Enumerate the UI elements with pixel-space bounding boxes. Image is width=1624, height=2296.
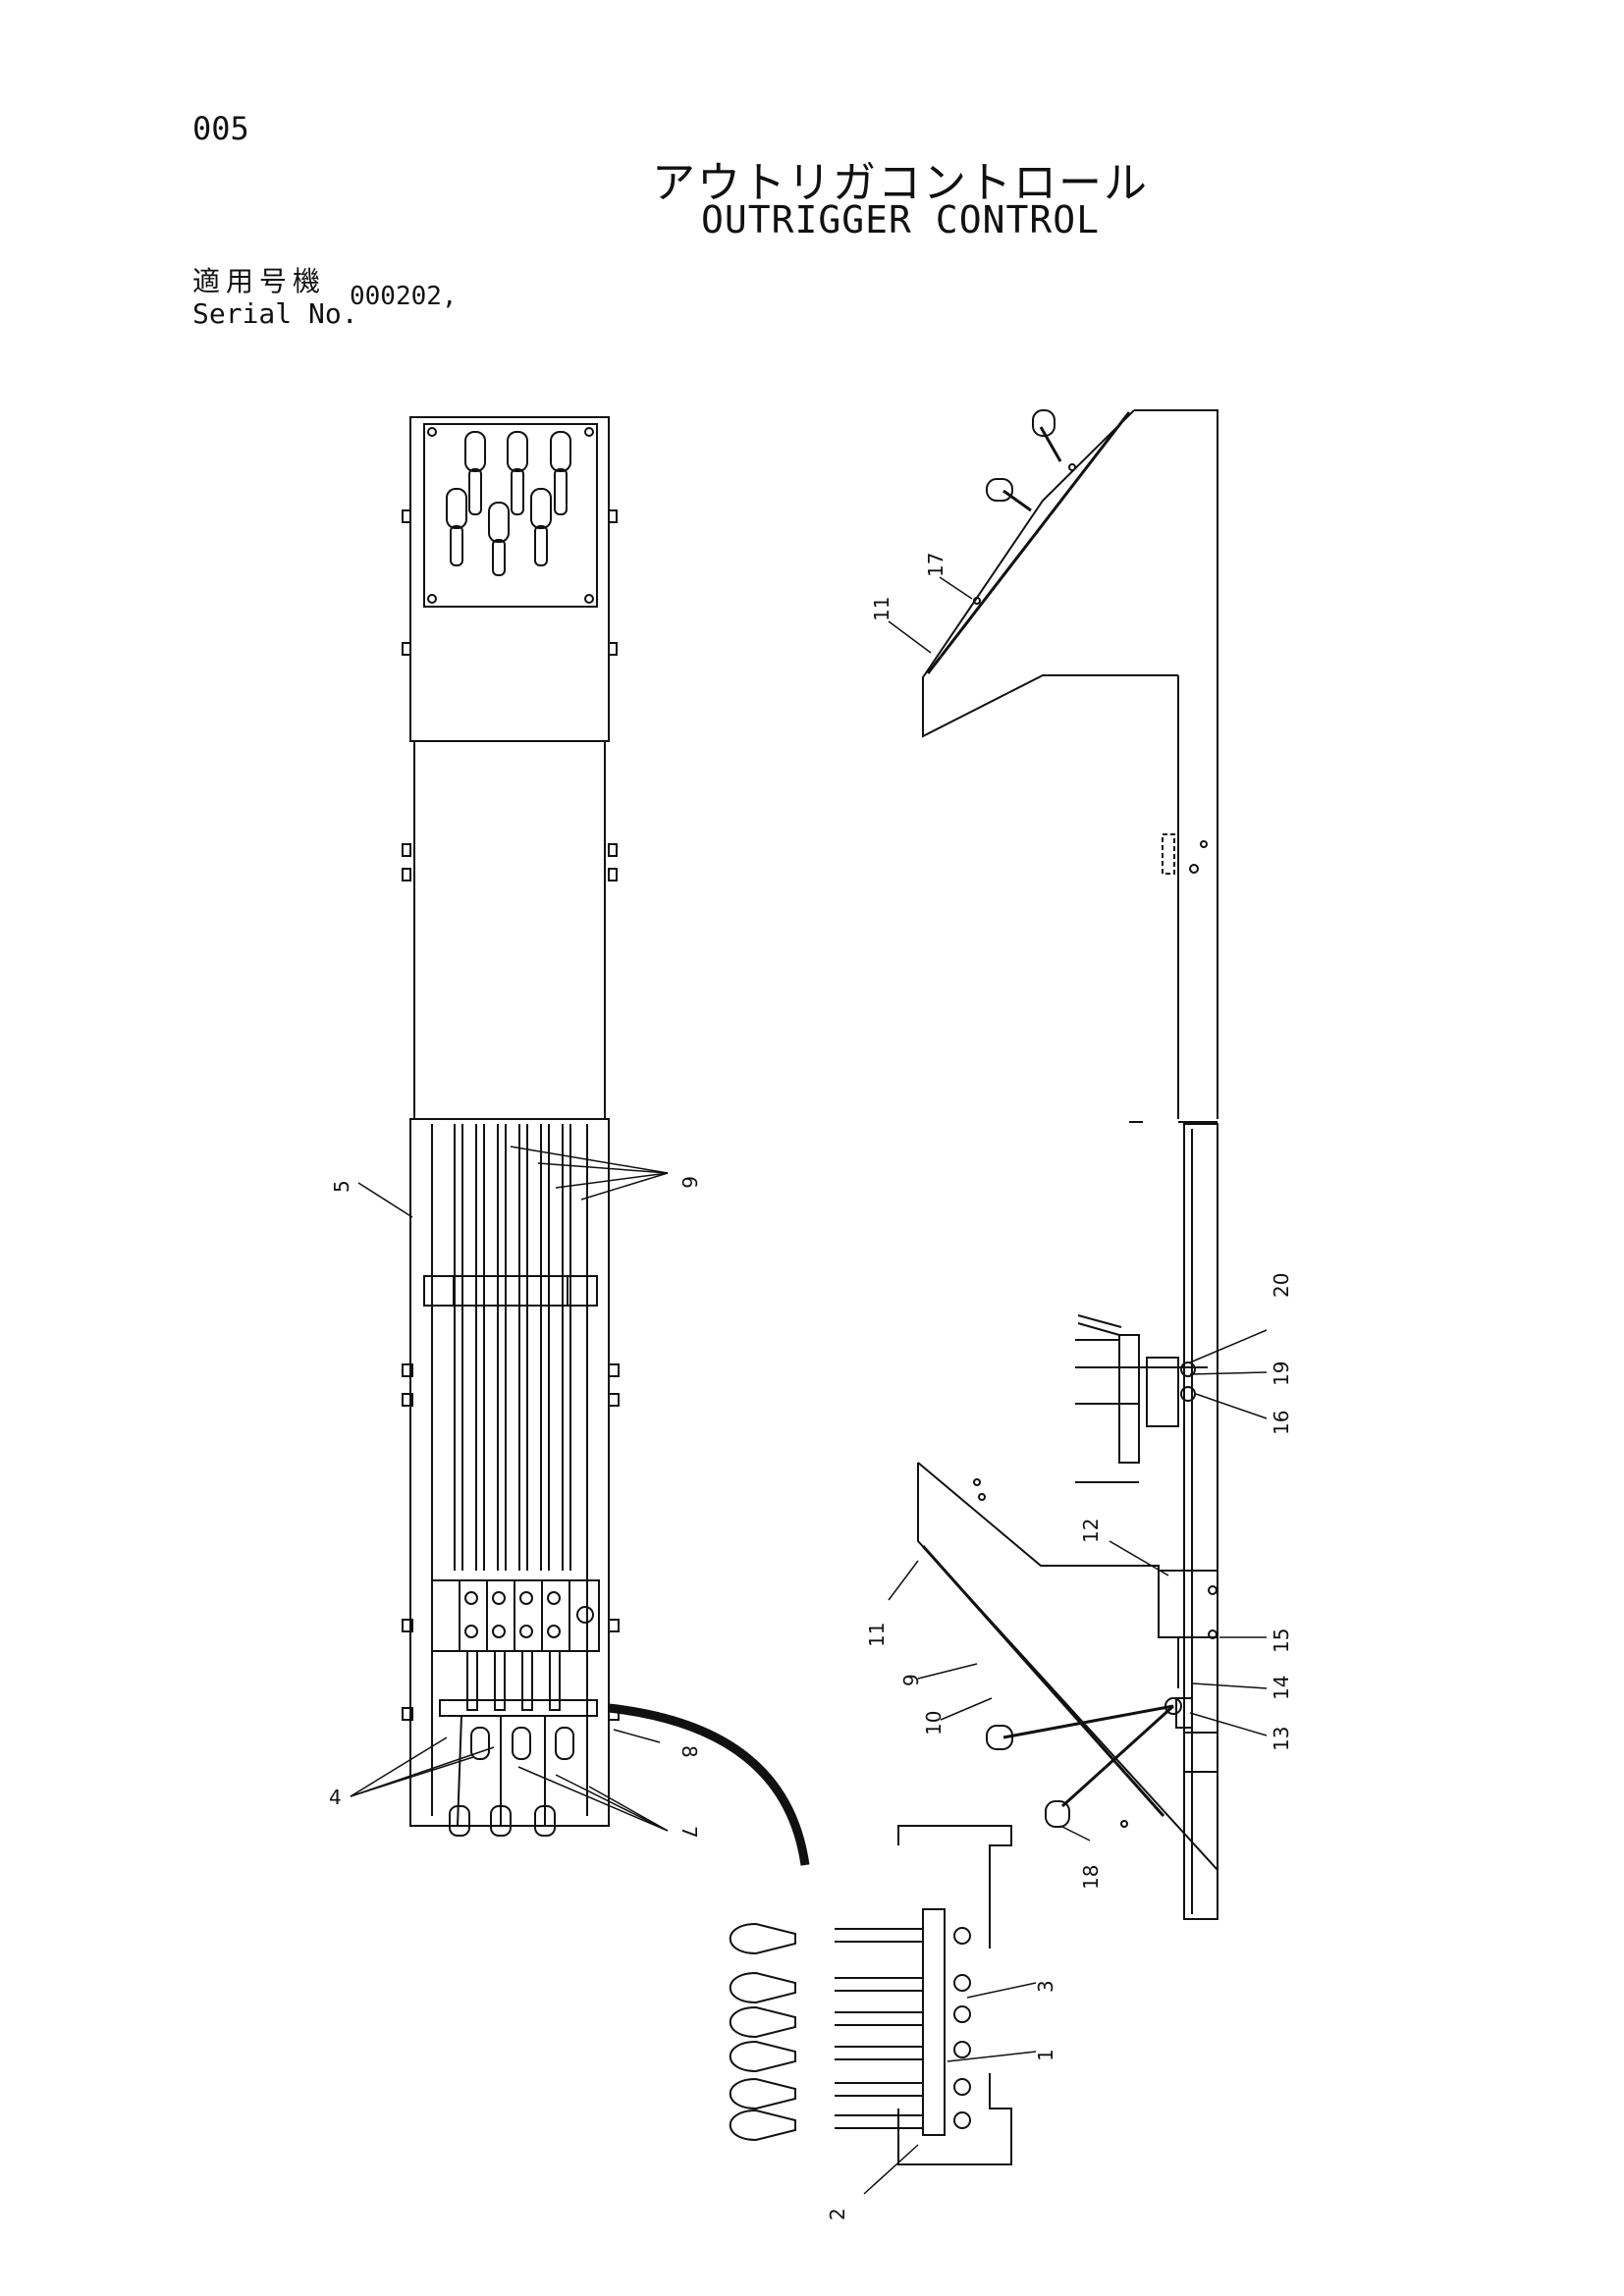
valve-spools (439, 1650, 598, 1717)
callout-14: 14 (1270, 1676, 1293, 1700)
lever-detail-view (729, 1825, 1012, 2165)
callout-2: 2 (826, 2208, 849, 2220)
callout-4: 4 (329, 1786, 342, 1809)
page-number: 005 (192, 110, 249, 147)
callout-18: 18 (1079, 1865, 1103, 1890)
callout-17: 17 (924, 553, 947, 577)
mounting-plate (922, 1908, 946, 2136)
callout-6: 6 (677, 1176, 701, 1189)
detail-levers (729, 1922, 971, 2142)
callout-10: 10 (922, 1711, 946, 1735)
side-view-assembly (917, 409, 1218, 1920)
serial-label-english: Serial No. (192, 297, 358, 330)
callout-8: 8 (677, 1745, 701, 1758)
callout-11-top: 11 (870, 597, 893, 621)
top-view-assembly (402, 416, 810, 1866)
callout-9: 9 (899, 1674, 923, 1686)
lower-frame (409, 1118, 610, 1827)
callout-numbers: 5 6 4 7 8 17 11 20 19 16 12 11 9 10 15 1… (329, 553, 1293, 2220)
callout-11-bottom: 11 (865, 1623, 889, 1647)
callout-19: 19 (1270, 1362, 1293, 1386)
serial-number-value: 000202, (350, 282, 458, 311)
side-valve-box (1158, 1570, 1218, 1638)
callout-1: 1 (1034, 2049, 1057, 2061)
control-cables (454, 1124, 571, 1571)
lever-handles (449, 1715, 574, 1837)
leader-lines (350, 576, 1268, 2195)
callout-5: 5 (330, 1180, 353, 1193)
title-english: OUTRIGGER CONTROL (701, 198, 1100, 241)
callout-3: 3 (1034, 1980, 1057, 1993)
lever-panel (423, 423, 598, 608)
detail-callout-arc (608, 1703, 810, 1866)
upper-console-box (409, 416, 610, 742)
callout-13: 13 (1270, 1727, 1293, 1751)
callout-7: 7 (677, 1826, 701, 1839)
callout-15: 15 (1270, 1629, 1293, 1653)
callout-16: 16 (1270, 1411, 1293, 1435)
side-bolts (402, 509, 618, 881)
title-japanese: アウトリガコントロール (652, 158, 1149, 208)
serial-label-japanese: 適用号機 (192, 265, 327, 297)
callout-12: 12 (1079, 1519, 1103, 1543)
panel-levers (446, 431, 571, 576)
callout-20: 20 (1270, 1273, 1293, 1298)
